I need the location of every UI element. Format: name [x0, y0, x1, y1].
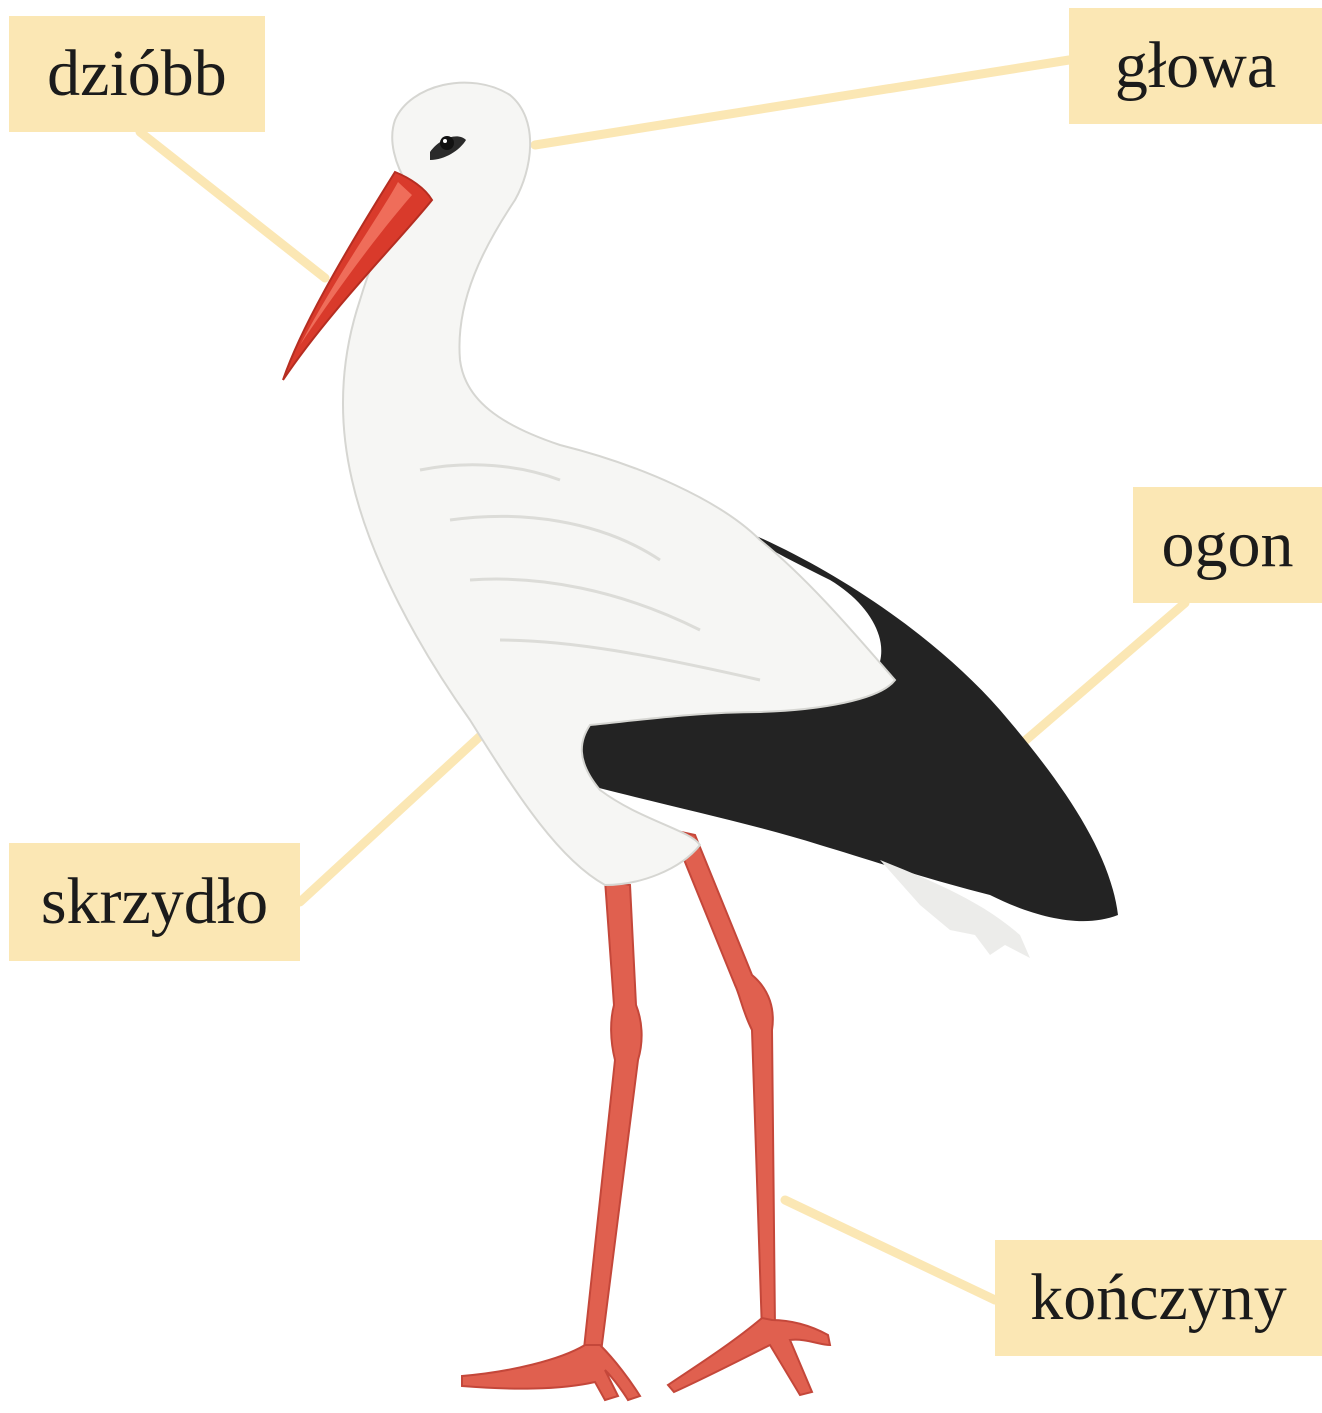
- legs: [462, 830, 830, 1400]
- back-foot: [668, 1318, 830, 1395]
- label-beak-text: dzióbb: [47, 41, 227, 107]
- leader-line-legs: [785, 1200, 995, 1300]
- leader-line-head: [535, 60, 1069, 145]
- label-head-text: głowa: [1115, 33, 1276, 99]
- leader-line-tail: [1012, 603, 1185, 752]
- label-legs-text: kończyny: [1030, 1265, 1287, 1331]
- front-foot: [462, 1345, 640, 1400]
- label-wing: skrzydło: [9, 843, 300, 961]
- label-head: głowa: [1069, 8, 1322, 124]
- label-beak: dzióbb: [9, 16, 265, 132]
- back-leg: [672, 830, 775, 1332]
- label-tail: ogon: [1133, 487, 1322, 603]
- label-tail-text: ogon: [1162, 512, 1294, 578]
- leader-line-beak: [140, 132, 325, 278]
- label-legs: kończyny: [995, 1240, 1322, 1356]
- front-leg: [583, 880, 642, 1360]
- label-wing-text: skrzydło: [41, 869, 268, 935]
